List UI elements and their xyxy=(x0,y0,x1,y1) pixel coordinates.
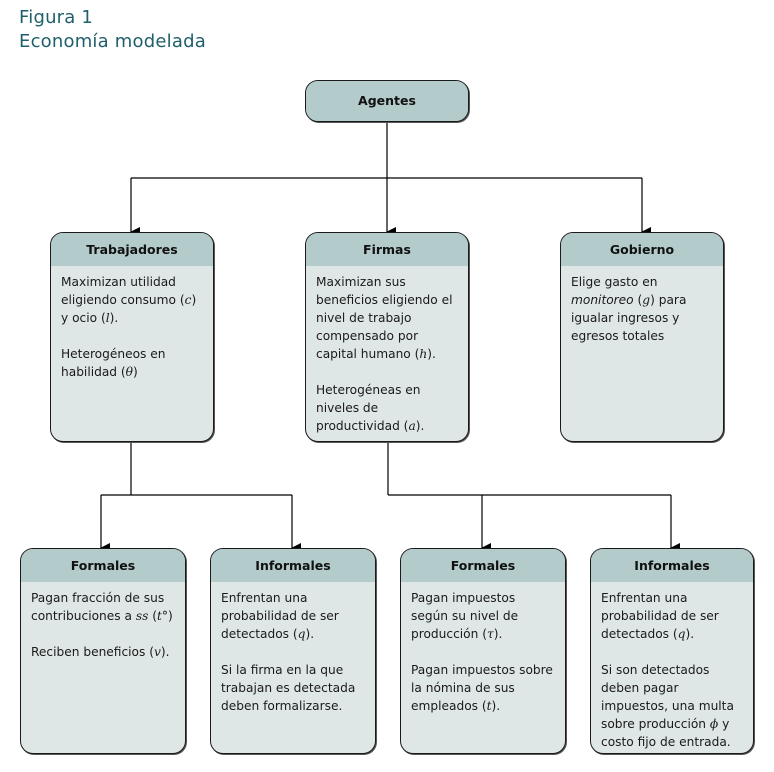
node-title: Formales xyxy=(401,549,565,582)
description-paragraph: Si la firma en la que trabajan es detect… xyxy=(221,663,356,713)
node-title: Informales xyxy=(211,549,375,582)
node-title: Firmas xyxy=(306,233,468,266)
figure-label: Figura 1 xyxy=(19,7,94,28)
emphasis: monitoreo xyxy=(571,293,634,307)
description-paragraph: Maximizan utilidad eligiendo consumo (c)… xyxy=(61,275,197,325)
node-trabajadores-informales: Informales Enfrentan una probabilidad de… xyxy=(210,548,376,754)
description-paragraph: Elige gasto en monitoreo (g) para iguala… xyxy=(571,275,687,343)
description-paragraph: Pagan impuestos según su nivel de produc… xyxy=(411,591,519,641)
math-symbol: h xyxy=(419,347,428,361)
node-description: Elige gasto en monitoreo (g) para iguala… xyxy=(561,266,723,345)
node-agentes: Agentes xyxy=(305,80,469,122)
node-title: Agentes xyxy=(306,81,468,121)
node-firmas-formales: Formales Pagan impuestos según su nivel … xyxy=(400,548,566,754)
node-title: Gobierno xyxy=(561,233,723,266)
math-symbol: ss xyxy=(135,609,149,623)
description-paragraph: Pagan fracción de sus contribuciones a s… xyxy=(31,591,173,623)
description-paragraph: Reciben beneficios (v). xyxy=(31,645,170,659)
math-symbol: v xyxy=(154,645,161,659)
node-trabajadores-formales: Formales Pagan fracción de sus contribuc… xyxy=(20,548,186,754)
node-description: Pagan fracción de sus contribuciones a s… xyxy=(21,582,185,661)
math-symbol: t° xyxy=(157,609,169,623)
math-symbol: l xyxy=(105,311,110,325)
node-firmas-informales: Informales Enfrentan una probabilidad de… xyxy=(590,548,754,754)
description-paragraph: Maximizan sus beneficios eligiendo el ni… xyxy=(316,275,453,361)
node-description: Enfrentan una probabilidad de ser detect… xyxy=(591,582,753,751)
node-description: Maximizan utilidad eligiendo consumo (c)… xyxy=(51,266,213,381)
node-description: Maximizan sus beneficios eligiendo el ni… xyxy=(306,266,468,435)
node-title: Informales xyxy=(591,549,753,582)
node-description: Pagan impuestos según su nivel de produc… xyxy=(401,582,565,715)
math-symbol: τ xyxy=(487,627,494,641)
node-description: Enfrentan una probabilidad de ser detect… xyxy=(211,582,375,715)
math-symbol: a xyxy=(408,419,416,433)
math-symbol: q xyxy=(297,627,306,641)
math-symbol: θ xyxy=(125,365,134,379)
node-gobierno: Gobierno Elige gasto en monitoreo (g) pa… xyxy=(560,232,724,442)
description-paragraph: Enfrentan una probabilidad de ser detect… xyxy=(221,591,339,641)
math-symbol: ϕ xyxy=(709,717,719,731)
description-paragraph: Enfrentan una probabilidad de ser detect… xyxy=(601,591,719,641)
node-firmas: Firmas Maximizan sus beneficios eligiend… xyxy=(305,232,469,442)
description-paragraph: Heterogéneas en niveles de productividad… xyxy=(316,383,425,433)
node-title: Formales xyxy=(21,549,185,582)
description-paragraph: Heterogéneos en habilidad (θ) xyxy=(61,347,166,379)
math-symbol: q xyxy=(677,627,686,641)
description-paragraph: Pagan impuestos sobre la nómina de sus e… xyxy=(411,663,553,713)
math-symbol: t xyxy=(486,699,492,713)
node-trabajadores: Trabajadores Maximizan utilidad eligiend… xyxy=(50,232,214,442)
node-title: Trabajadores xyxy=(51,233,213,266)
math-symbol: g xyxy=(642,293,651,307)
math-symbol: c xyxy=(184,293,192,307)
description-paragraph: Si son detectados deben pagar impuestos,… xyxy=(601,663,734,749)
figure-caption: Economía modelada xyxy=(19,31,206,52)
